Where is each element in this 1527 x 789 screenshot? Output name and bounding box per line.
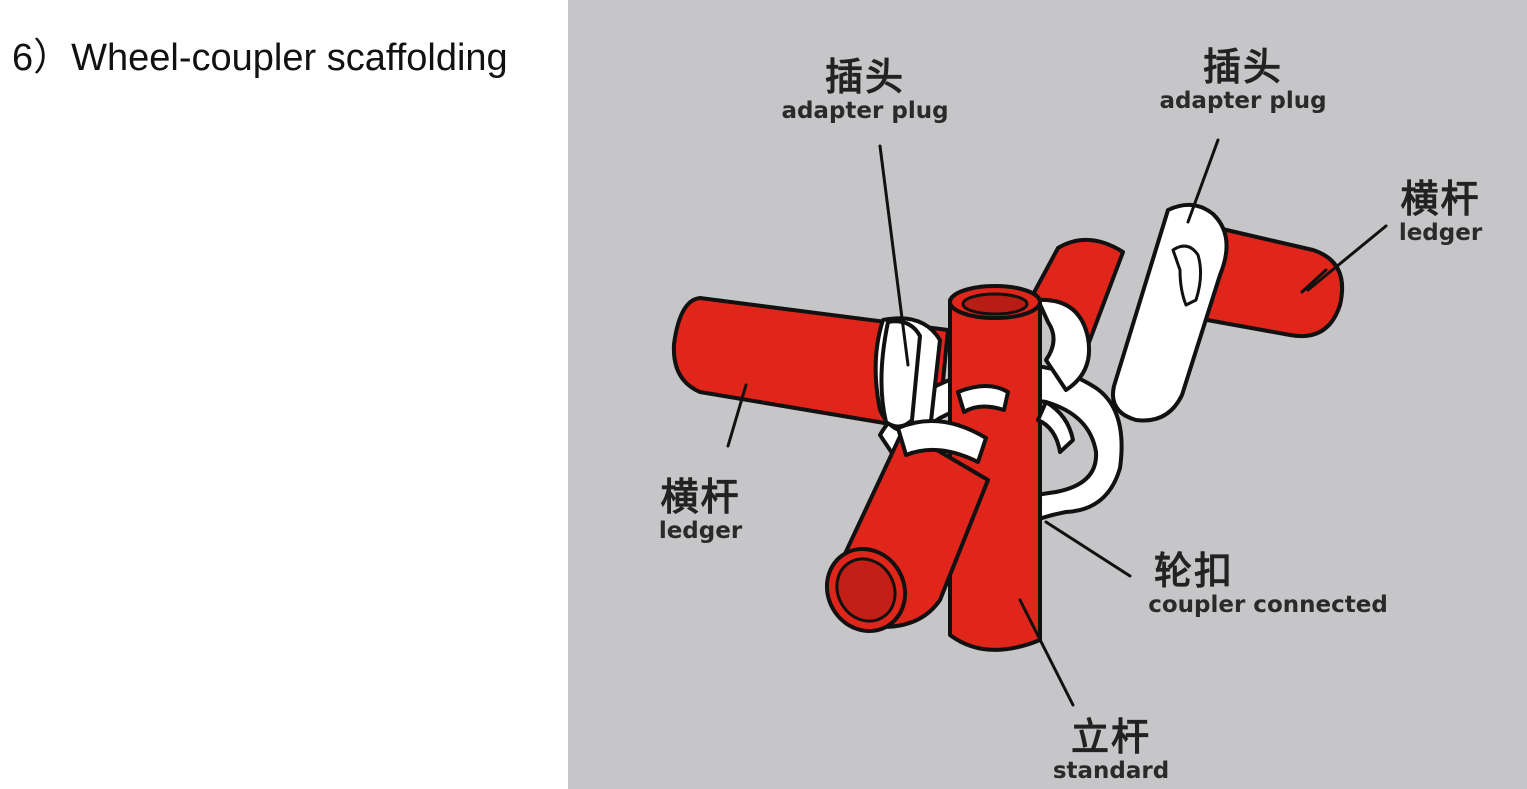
label-en: ledger <box>648 520 753 543</box>
label-en: ledger <box>1388 222 1493 245</box>
label-zh: 轮扣 <box>1138 552 1398 590</box>
label-adapter-plug-right: 插头 adapter plug <box>1158 48 1328 113</box>
label-en: adapter plug <box>780 100 950 123</box>
label-zh: 横杆 <box>1388 180 1493 218</box>
label-ledger-left: 横杆 ledger <box>648 478 753 543</box>
label-zh: 插头 <box>1158 48 1328 86</box>
leader-line-coupler <box>1046 522 1130 576</box>
label-en: standard <box>1046 760 1176 783</box>
page-title: 6）Wheel-coupler scaffolding <box>12 26 508 81</box>
label-zh: 插头 <box>780 58 950 96</box>
label-adapter-plug-left: 插头 adapter plug <box>780 58 950 123</box>
label-standard: 立杆 standard <box>1046 718 1176 783</box>
label-zh: 横杆 <box>648 478 753 516</box>
label-ledger-right: 横杆 ledger <box>1388 180 1493 245</box>
leader-line-standard <box>1020 600 1073 705</box>
label-zh: 立杆 <box>1046 718 1176 756</box>
label-en: adapter plug <box>1158 90 1328 113</box>
adapter-plug-right <box>1113 205 1227 421</box>
label-coupler: 轮扣 coupler connected <box>1138 552 1398 617</box>
adapter-plug-left <box>881 321 920 426</box>
scaffold-diagram: 插头 adapter plug 插头 adapter plug 横杆 ledge… <box>568 0 1527 789</box>
label-en: coupler connected <box>1138 594 1398 617</box>
scaffold-illustration <box>568 0 1527 789</box>
